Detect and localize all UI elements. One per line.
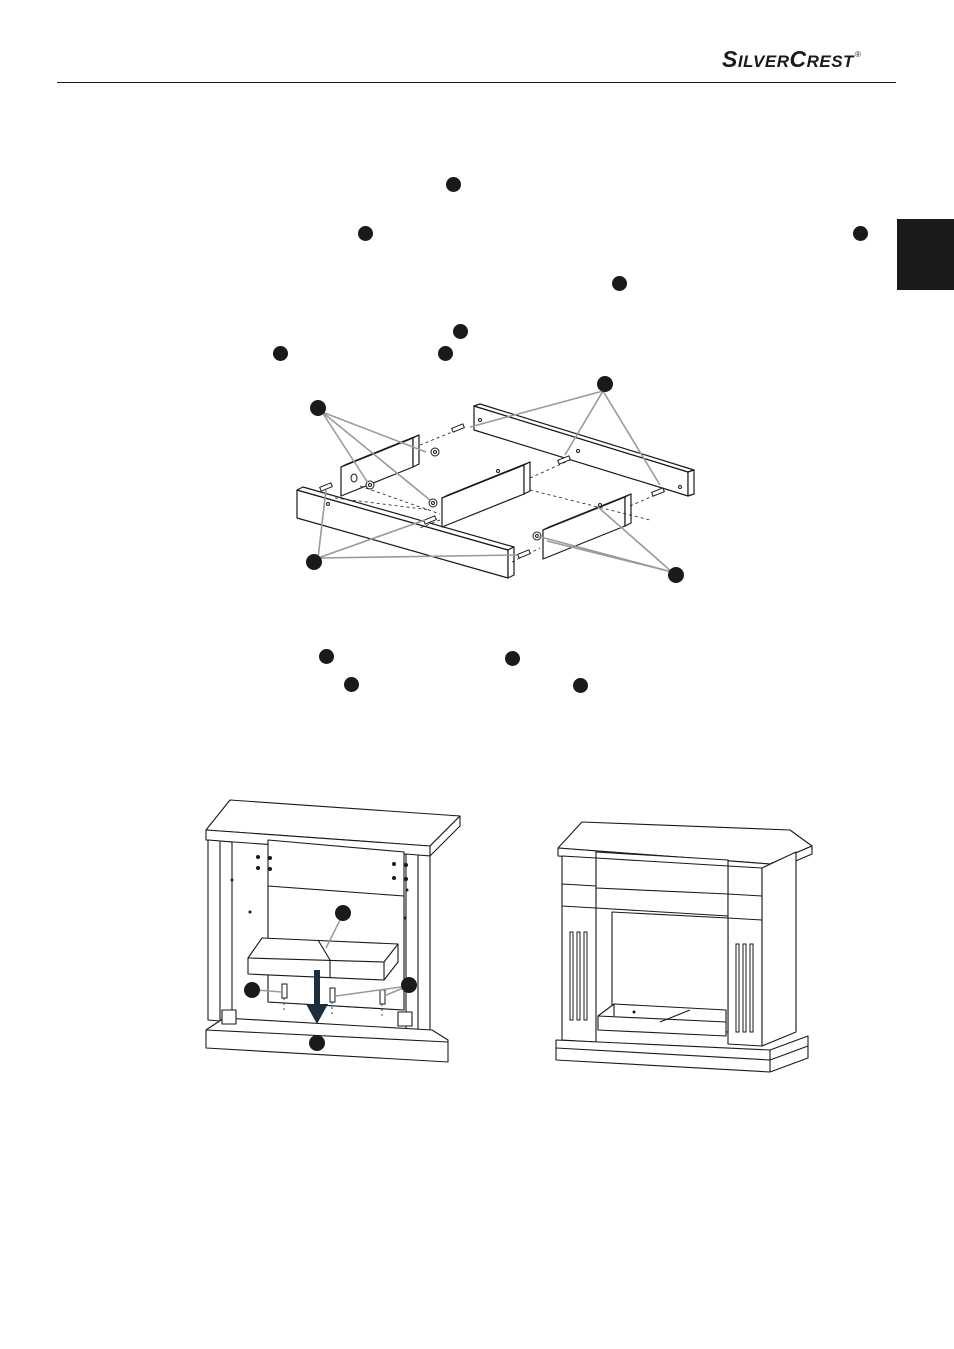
middle-brace-board <box>441 461 531 528</box>
left-end-board <box>340 434 420 497</box>
marker-dot <box>505 651 520 666</box>
down-arrow-icon <box>306 970 328 1024</box>
logo-letter-s: S <box>722 46 738 72</box>
language-tab <box>897 219 954 290</box>
logo-letter-c: C <box>789 46 807 72</box>
marker-dot <box>344 677 359 692</box>
header-rule <box>57 82 896 83</box>
marker-dot <box>438 346 453 361</box>
marker-dot <box>612 276 627 291</box>
marker-dot <box>273 346 288 361</box>
brand-logo: SILVERCREST® <box>722 46 861 72</box>
back-rail-board <box>473 403 695 497</box>
marker-dot <box>446 177 461 192</box>
marker-dot <box>853 226 868 241</box>
marker-dot <box>358 226 373 241</box>
logo-text-ilver: ILVER <box>737 52 790 71</box>
marker-dot <box>319 649 334 664</box>
firebox-tray <box>247 937 399 981</box>
marker-dot <box>453 324 468 339</box>
logo-text-rest: REST <box>806 52 854 71</box>
trademark-symbol: ® <box>854 50 862 59</box>
marker-dot <box>573 678 588 693</box>
